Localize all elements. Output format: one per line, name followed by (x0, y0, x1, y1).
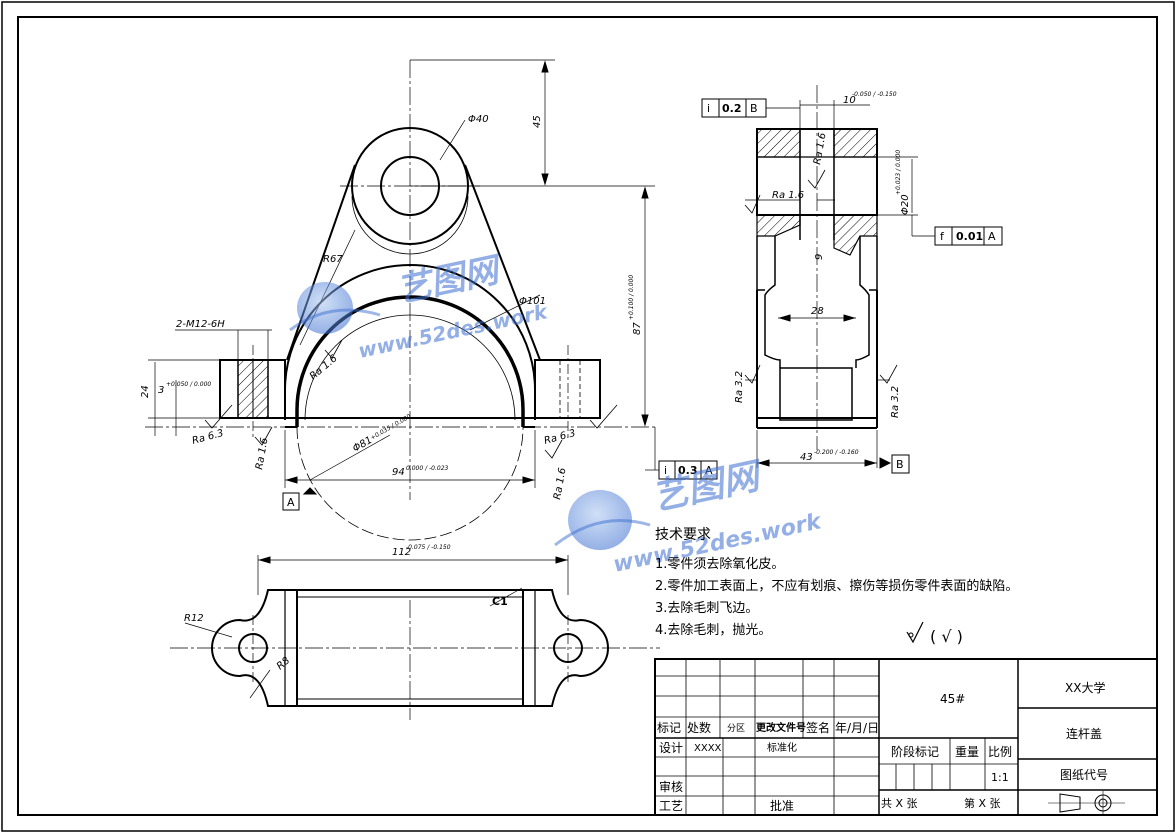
tb-part-name: 连杆盖 (1066, 726, 1102, 741)
tb-approve: 批准 (770, 798, 794, 813)
datum-a-label: A (287, 496, 295, 509)
dim-m12: 2-M12-6H (176, 319, 225, 330)
tb-drawing-code: 图纸代号 (1060, 768, 1108, 782)
tb-scale: 1:1 (991, 771, 1009, 784)
fcf-top: i 0.2 B (701, 98, 767, 118)
ra16-left: Ra 1.6 (254, 437, 270, 471)
svg-text:f: f (940, 230, 945, 243)
fcf-bottom: i 0.3 A (645, 460, 718, 480)
tb-material: 45# (940, 692, 965, 706)
datum-b-box (891, 454, 910, 474)
tech-title: 技术要求 (655, 527, 711, 543)
tb-mark: 标记 (657, 721, 681, 735)
watermark-1: 艺图网 www.52des.work (289, 249, 551, 363)
tb-count: 处数 (687, 720, 711, 735)
tb-designer: XXXX (694, 743, 722, 754)
tb-date: 年/月/日 (835, 721, 879, 735)
side-view (744, 85, 935, 469)
svg-text:艺图网: 艺图网 (394, 249, 507, 310)
svg-text:A: A (988, 230, 996, 243)
ra16-right: Ra 1.6 (552, 467, 568, 501)
title-block (654, 658, 1158, 816)
svg-text:B: B (750, 102, 758, 115)
tech-item-3: 3.去除毛刺飞边。 (655, 601, 759, 616)
ra32-left: Ra 3.2 (734, 371, 745, 403)
dim-112: 112 (392, 547, 411, 558)
dim-d20-tol: +0.023 / 0.000 (895, 150, 902, 195)
tb-change-doc: 更改文件号 (756, 721, 806, 734)
tb-process: 工艺 (659, 799, 683, 813)
chamfer-c1: C1 (492, 595, 508, 608)
dim-10-tol: -0.050 / -0.150 (852, 91, 897, 98)
dim-94-tol: 0.000 / -0.023 (406, 465, 449, 472)
svg-text:0.3: 0.3 (678, 464, 698, 477)
dim-24: 24 (140, 385, 151, 398)
dim-r12: R12 (184, 613, 204, 624)
dim-d40: Φ40 (468, 114, 489, 125)
tb-scale-label: 比例 (988, 745, 1012, 759)
tb-standardize: 标准化 (767, 741, 797, 754)
dim-43-tol: -0.200 / -0.160 (814, 449, 859, 456)
svg-text:i: i (664, 464, 667, 477)
dim-d20: Φ20 (900, 194, 911, 215)
tb-stage-mark: 阶段标记 (891, 744, 939, 759)
dim-d101: Φ101 (519, 296, 546, 307)
svg-text:A: A (705, 464, 713, 477)
dim-9: 9 (814, 254, 825, 260)
tb-sheet-no: 第 X 张 (964, 796, 1001, 810)
datum-a-box (282, 492, 300, 511)
svg-text:www.52des.work: www.52des.work (356, 299, 551, 363)
top-view (170, 555, 660, 720)
svg-text:0.2: 0.2 (722, 102, 742, 115)
ra16-side2: Ra 1.6 (812, 132, 828, 166)
ra16-inner: Ra 1.6 (308, 353, 340, 382)
roughness-circle (908, 632, 914, 638)
dim-r8: R8 (275, 655, 292, 672)
tb-signature: 签名 (806, 720, 830, 735)
tb-design: 设计 (659, 741, 683, 755)
dim-r67: R67 (323, 254, 343, 265)
dim-3-tol: +0.050 / 0.000 (166, 381, 211, 388)
svg-text:i: i (707, 102, 710, 115)
dim-87: 87 (632, 322, 643, 335)
inner-border (17, 16, 1158, 816)
svg-text:0.01: 0.01 (956, 230, 983, 243)
tb-review: 审核 (659, 779, 683, 794)
tb-weight: 重量 (955, 745, 979, 759)
dim-94: 94 (392, 467, 405, 478)
dim-87-tol: +0.100 / 0.000 (628, 275, 635, 320)
roughness-note: ( √ ) (930, 627, 963, 646)
tb-school: XX大学 (1065, 680, 1105, 695)
datum-b-label: B (896, 458, 904, 471)
ra16-side: Ra 1.6 (772, 190, 804, 201)
dim-10: 10 (843, 95, 856, 106)
fcf-right: f 0.01 A (934, 226, 1003, 246)
tech-item-1: 1.零件须去除氧化皮。 (655, 557, 785, 572)
tb-zone: 分区 (727, 723, 745, 734)
tech-item-2: 2.零件加工表面上，不应有划痕、擦伤等损伤零件表面的缺陷。 (655, 579, 1019, 594)
dim-28: 28 (811, 306, 824, 317)
tb-total-sheets: 共 X 张 (881, 797, 918, 810)
dim-3: 3 (158, 385, 164, 396)
tech-item-4: 4.去除毛刺，抛光。 (655, 623, 772, 638)
ra32-right: Ra 3.2 (890, 386, 901, 418)
ra63-left: Ra 6.3 (191, 428, 225, 447)
dim-112-tol: -0.075 / -0.150 (406, 544, 451, 551)
dim-45: 45 (532, 115, 543, 128)
tech-requirements: 技术要求 1.零件须去除氧化皮。 2.零件加工表面上，不应有划痕、擦伤等损伤零件… (655, 524, 1075, 642)
front-view (145, 59, 656, 541)
dim-43: 43 (800, 452, 813, 463)
